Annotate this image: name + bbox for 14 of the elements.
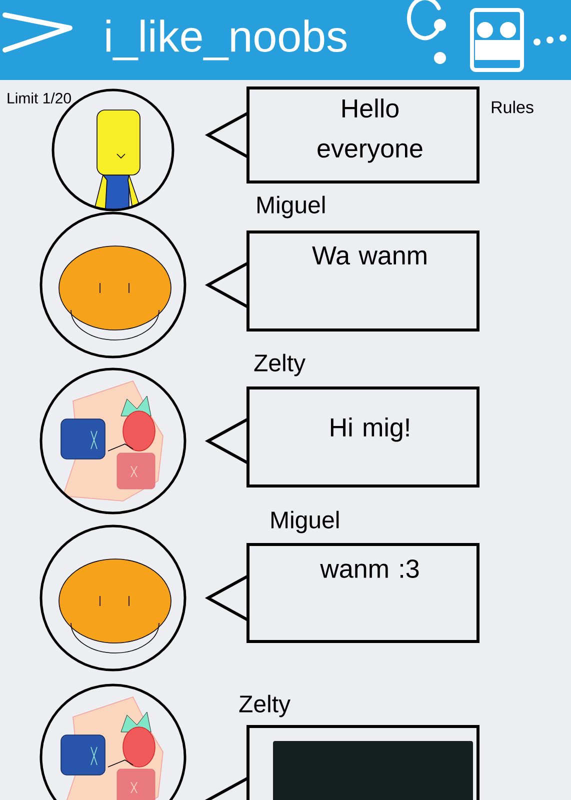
avatar-drawing (40, 524, 186, 672)
limit-counter: Limit 1/20 (8, 92, 71, 104)
sender-name: Miguel (258, 196, 325, 218)
sender-name: Zelty (239, 694, 290, 718)
speech-bubble: Wa wanm (204, 230, 480, 332)
speech-bubble: wanm :3 (204, 543, 480, 643)
avatar-drawing (40, 368, 186, 514)
speech-bubble: Hi mig! (204, 386, 480, 488)
sender-name: Zelty (254, 354, 306, 376)
speech-bubble: Hello everyone (204, 86, 480, 184)
avatar-drawing (40, 684, 186, 800)
avatar-drawing (40, 212, 186, 358)
header-title: i_like_noobs (106, 20, 346, 60)
sender-name: Miguel (272, 510, 339, 534)
